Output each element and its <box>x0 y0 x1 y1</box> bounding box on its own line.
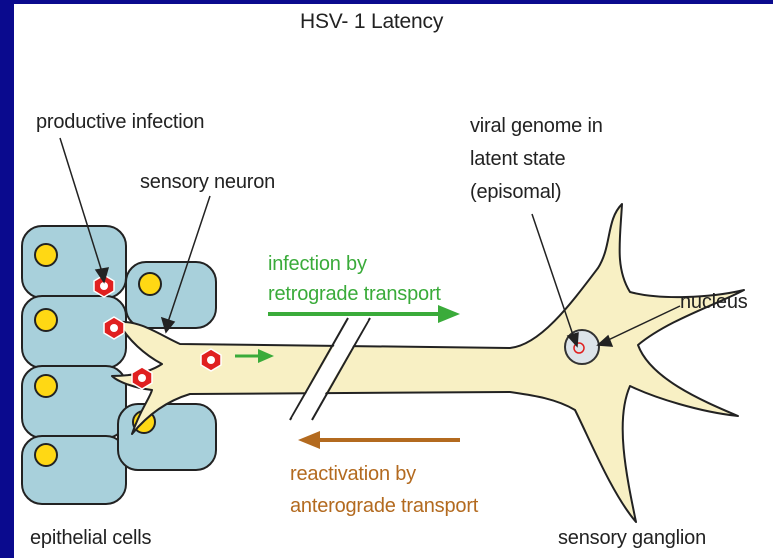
cell-nucleus <box>35 309 57 331</box>
label-sensory-neuron: sensory neuron <box>140 168 275 196</box>
label-infection-line1: infection by <box>268 250 367 278</box>
diagram-title: HSV- 1 Latency <box>300 8 443 36</box>
cell-nucleus <box>35 444 57 466</box>
label-viral-genome-line2: latent state <box>470 145 565 173</box>
cell-nucleus <box>35 375 57 397</box>
label-infection-line2: retrograde transport <box>268 280 441 308</box>
epithelial-cell <box>118 404 216 470</box>
epithelial-cell <box>126 262 216 328</box>
label-viral-genome-line1: viral genome in <box>470 112 603 140</box>
label-reactivation-line1: reactivation by <box>290 460 416 488</box>
label-nucleus: nucleus <box>680 288 748 316</box>
cell-nucleus <box>139 273 161 295</box>
epithelial-cell <box>22 436 126 504</box>
label-productive-infection: productive infection <box>36 108 204 136</box>
viral-genome-pointer <box>532 214 574 338</box>
label-viral-genome-line3: (episomal) <box>470 178 561 206</box>
label-reactivation-line2: anterograde transport <box>290 492 478 520</box>
label-sensory-ganglion: sensory ganglion <box>558 524 706 552</box>
cell-nucleus <box>35 244 57 266</box>
label-epithelial-cells: epithelial cells <box>30 524 151 552</box>
epithelial-cell <box>22 366 126 438</box>
anterograde-transport-arrow <box>298 431 460 449</box>
